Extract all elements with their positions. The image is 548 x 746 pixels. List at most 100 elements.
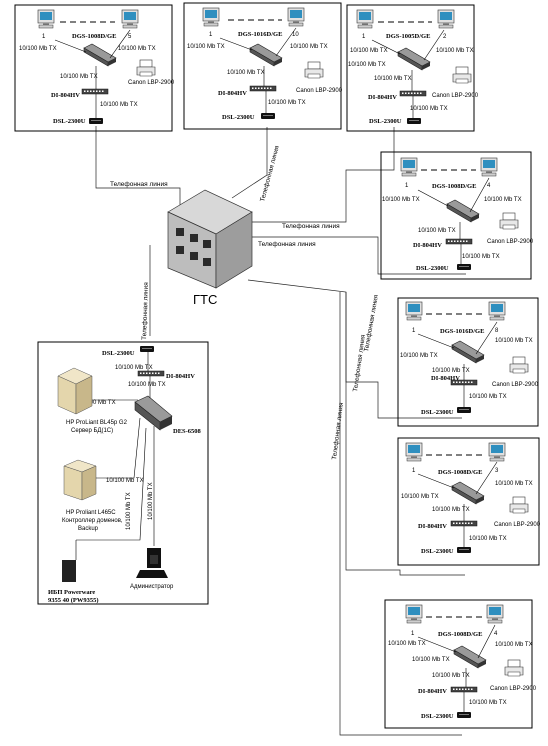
branch-office-1: 1 5 DGS-1008D/GE 10/100 Mb TX 10/100 Mb … xyxy=(14,4,175,132)
phone-line-label-1: Телефонная линия xyxy=(110,181,168,188)
link-label: 10/100 Mb TX xyxy=(432,368,470,374)
pc-number-last: 3 xyxy=(495,468,499,474)
gts-label: ГТС xyxy=(193,292,217,307)
printer-label: Canon LBP-2900 xyxy=(487,239,534,245)
printer-icon xyxy=(136,59,156,77)
computer-icon xyxy=(480,157,498,177)
pc-number-first: 1 xyxy=(362,34,366,40)
server1-model-label: HP ProLiant BL45p G2 xyxy=(66,420,128,426)
switch-label: DGS-1008D/GE xyxy=(72,33,116,40)
pc-number-first: 1 xyxy=(42,34,46,40)
router-icon xyxy=(137,370,165,377)
computer-icon xyxy=(486,604,504,624)
pc-number-first: 1 xyxy=(412,468,416,474)
link-label: 10/100 Mb TX xyxy=(187,44,225,50)
printer-label: Canon LBP-2900 xyxy=(128,80,175,86)
link-label: 10/100 Mb TX xyxy=(126,492,132,530)
router-label: DI-804HV xyxy=(418,523,447,530)
modem-icon xyxy=(457,407,471,413)
modem-icon xyxy=(407,118,421,124)
link-label: 10/100 Mb TX xyxy=(388,641,426,647)
printer-label: Canon LBP-2900 xyxy=(296,88,343,94)
modem-icon xyxy=(457,547,471,553)
core-switch-icon xyxy=(134,395,173,431)
printer-label: Canon LBP-2900 xyxy=(432,93,479,99)
pc-number-last: 10 xyxy=(292,32,299,38)
modem-icon xyxy=(457,712,471,718)
branch-office-6: 1 3 DGS-1008D/GE 10/100 Mb TX 10/100 Mb … xyxy=(397,437,541,566)
link-label: 10/100 Mb TX xyxy=(410,106,448,112)
link-label: 10/100 Mb TX xyxy=(227,70,265,76)
pc-number-first: 1 xyxy=(411,631,415,637)
link-label: 10/100 Mb TX xyxy=(401,494,439,500)
router-label: DI-804HV xyxy=(418,688,447,695)
computer-icon xyxy=(405,604,423,624)
pc-number-first: 1 xyxy=(412,328,416,334)
link-label: 10/100 Mb TX xyxy=(348,62,386,68)
printer-icon xyxy=(304,61,324,79)
branch-office-5: 1 8 DGS-1016D/GE 10/100 Mb TX 10/100 Mb … xyxy=(397,297,539,427)
link-label: 10/100 Mb TX xyxy=(128,382,166,388)
link-label: 10/100 Mb TX xyxy=(78,400,116,406)
branch-office-2: 1 10 DGS-1016D/GE 10/100 Mb TX 10/100 Mb… xyxy=(183,2,343,130)
link-label: 10/100 Mb TX xyxy=(484,197,522,203)
switch-icon xyxy=(451,481,485,505)
office-switch-label: DES-6508 xyxy=(173,428,202,435)
switch-icon xyxy=(83,43,117,67)
link-label: 10/100 Mb TX xyxy=(469,536,507,542)
router-icon xyxy=(445,238,473,245)
router-icon xyxy=(450,686,478,693)
computer-icon xyxy=(400,157,418,177)
link-label: 10/100 Mb TX xyxy=(350,48,388,54)
pc-number-last: 2 xyxy=(443,34,447,40)
link-label: 10/100 Mb TX xyxy=(469,700,507,706)
phone-line-label-6: Телефонная линия xyxy=(352,334,367,393)
pc-number-last: 5 xyxy=(128,34,132,40)
printer-label: Canon LBP-2900 xyxy=(490,686,537,692)
admin-workstation-icon xyxy=(136,548,168,578)
router-icon xyxy=(450,520,478,527)
link-label: 10/100 Mb TX xyxy=(19,46,57,52)
link-label: 10/100 Mb TX xyxy=(374,76,412,82)
switch-label: DGS-1008D/GE xyxy=(432,183,476,190)
link-label: 10/100 Mb TX xyxy=(268,100,306,106)
server2-role-label: Контроллер доменов, xyxy=(62,518,123,524)
link-label: 10/100 Mb TX xyxy=(432,673,470,679)
router-icon xyxy=(249,85,277,92)
dsl-label: DSL-2300U xyxy=(222,114,255,121)
pc-number-last: 4 xyxy=(487,183,491,189)
office-router-label: DI-804HV xyxy=(166,373,195,380)
switch-label: DGS-1016D/GE xyxy=(440,328,484,335)
gts-building xyxy=(167,189,253,289)
pc-number-last: 8 xyxy=(495,328,499,334)
switch-icon xyxy=(453,645,487,669)
switch-icon xyxy=(451,340,485,364)
switch-label: DGS-1016D/GE xyxy=(238,31,282,38)
dsl-label: DSL-2300U xyxy=(416,265,449,272)
router-label: DI-804HV xyxy=(51,92,80,99)
computer-icon xyxy=(287,7,305,27)
router-label: DI-804HV xyxy=(368,94,397,101)
switch-label: DGS-1008D/GE xyxy=(438,469,482,476)
server2-model-label: HP Proliant L465C xyxy=(66,510,116,516)
branch-office-7: 1 4 DGS-1008D/GE 10/100 Mb TX 10/100 Mb … xyxy=(384,599,537,729)
pc-number-last: 4 xyxy=(494,631,498,637)
dsl-label: DSL-2300U xyxy=(53,118,86,125)
link-label: 10/100 Mb TX xyxy=(412,657,450,663)
dsl-label: DSL-2300U xyxy=(421,409,454,416)
router-icon xyxy=(81,88,109,95)
link-label: 10/100 Mb TX xyxy=(462,254,500,260)
computer-icon xyxy=(405,301,423,321)
ups-name-label: ИБП Powerware xyxy=(48,589,95,596)
link-label: 10/100 Mb TX xyxy=(400,353,438,359)
modem-icon xyxy=(261,113,275,119)
link-label: 10/100 Mb TX xyxy=(418,228,456,234)
switch-icon xyxy=(397,47,431,71)
link-label: 10/100 Mb TX xyxy=(115,365,153,371)
server2-backup-label: Backup xyxy=(78,526,99,532)
server1-role-label: Сервер БД(1С) xyxy=(71,428,113,434)
router-icon xyxy=(399,90,427,97)
printer-icon xyxy=(499,212,519,230)
modem-icon xyxy=(89,118,103,124)
